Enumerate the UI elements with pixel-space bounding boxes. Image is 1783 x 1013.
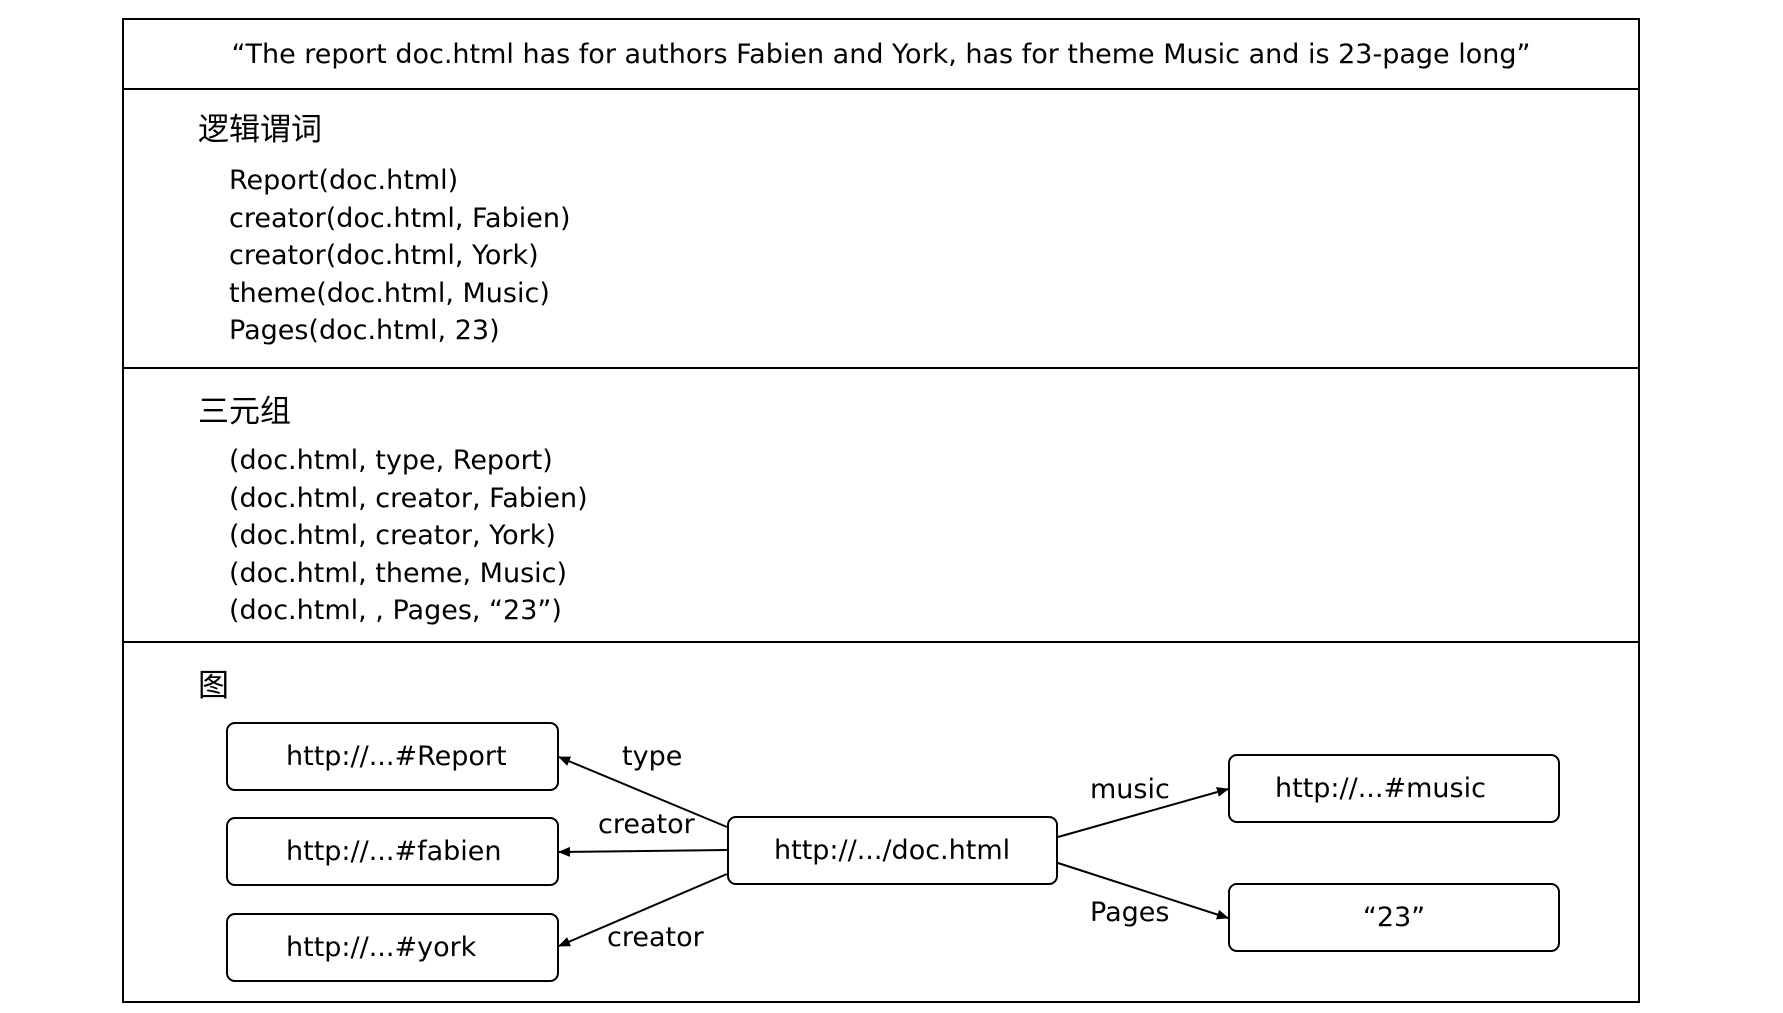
node-label: http://...#york: [286, 932, 477, 963]
node-label: http://...#fabien: [286, 836, 502, 867]
triple-line: (doc.html, type, Report): [229, 445, 553, 476]
node-york: http://...#york: [226, 913, 559, 982]
node-label: http://.../doc.html: [774, 835, 1011, 866]
node-report: http://...#Report: [226, 722, 559, 791]
node-pages-value: “23”: [1228, 883, 1560, 952]
node-label: “23”: [1362, 902, 1426, 933]
logic-heading: 逻辑谓词: [198, 112, 322, 148]
diagram-frame: “The report doc.html has for authors Fab…: [122, 18, 1640, 1003]
edge-label-music: music: [1090, 774, 1170, 805]
triple-line: (doc.html, creator, York): [229, 520, 556, 551]
logic-line: Pages(doc.html, 23): [229, 315, 500, 346]
node-music: http://...#music: [1228, 754, 1560, 823]
edge-label-creator-fabien: creator: [598, 809, 695, 840]
logic-line: creator(doc.html, York): [229, 240, 539, 271]
divider: [124, 88, 1638, 90]
node-fabien: http://...#fabien: [226, 817, 559, 886]
edge-label-creator-york: creator: [607, 922, 704, 953]
logic-list: Report(doc.html) creator(doc.html, Fabie…: [229, 162, 571, 350]
edge-label-pages: Pages: [1090, 897, 1170, 928]
sentence-header: “The report doc.html has for authors Fab…: [124, 20, 1638, 88]
triple-line: (doc.html, , Pages, “23”): [229, 595, 562, 626]
logic-line: theme(doc.html, Music): [229, 277, 550, 309]
divider: [124, 367, 1638, 369]
sentence-text: “The report doc.html has for authors Fab…: [231, 38, 1531, 70]
node-label: http://...#music: [1275, 773, 1486, 804]
node-label: http://...#Report: [286, 741, 507, 772]
logic-line: Report(doc.html): [229, 165, 459, 196]
edge-label-type: type: [622, 741, 683, 772]
divider: [124, 641, 1638, 643]
logic-line: creator(doc.html, Fabien): [229, 202, 571, 234]
triple-line: (doc.html, creator, Fabien): [229, 482, 588, 514]
triples-heading: 三元组: [198, 394, 291, 430]
node-doc: http://.../doc.html: [727, 816, 1058, 885]
triple-line: (doc.html, theme, Music): [229, 557, 568, 589]
graph-heading: 图: [198, 668, 229, 704]
triples-list: (doc.html, type, Report) (doc.html, crea…: [229, 442, 588, 630]
